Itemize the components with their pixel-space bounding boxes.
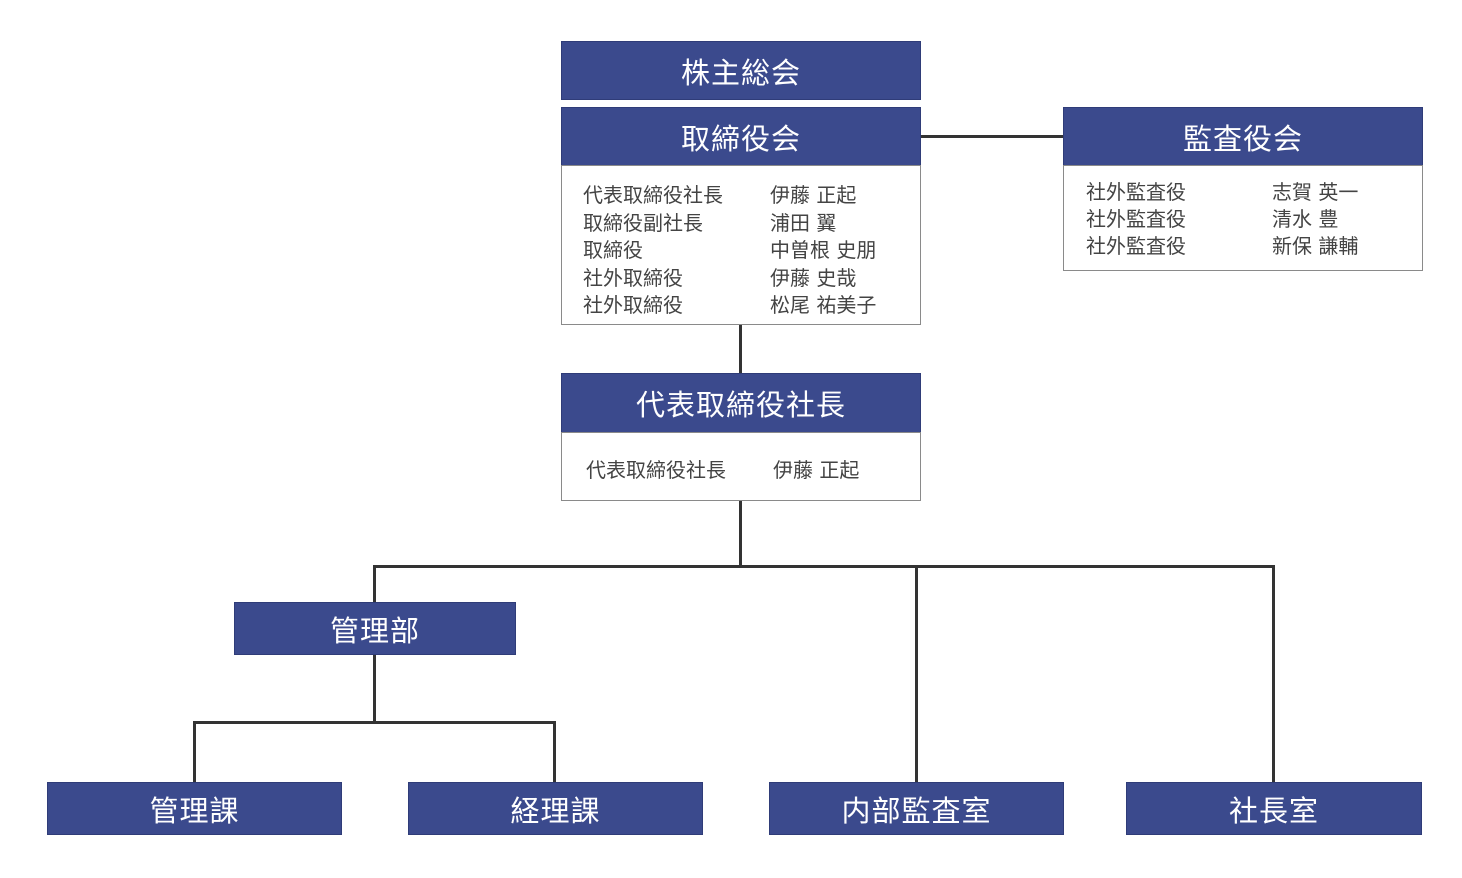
- admin-section-label: 管理課: [149, 793, 240, 828]
- president-office-box: 社長室: [1126, 782, 1422, 835]
- president-name: 伊藤 正起: [773, 458, 860, 482]
- audit-board-label: 監査役会: [1182, 121, 1303, 156]
- audit-board-members-panel: 社外監査役 志賀 英一 社外監査役 清水 豊 社外監査役 新保 謙輔: [1063, 165, 1423, 271]
- board-member-role: 取締役: [583, 238, 643, 262]
- connector-to-accounting-section: [553, 721, 556, 783]
- connector-sections-horizontal: [193, 721, 556, 724]
- shareholders-meeting-box: 株主総会: [561, 41, 921, 100]
- president-box: 代表取締役社長: [561, 373, 921, 433]
- president-members-panel: 代表取締役社長 伊藤 正起: [561, 432, 921, 501]
- connector-board-auditors: [920, 135, 1064, 138]
- board-member-name: 浦田 翼: [770, 211, 837, 235]
- connector-to-admin-section: [193, 721, 196, 783]
- connector-to-internal-audit: [915, 565, 918, 783]
- connector-board-president: [739, 325, 742, 374]
- connector-president-down: [739, 501, 742, 568]
- admin-department-box: 管理部: [234, 602, 516, 655]
- auditor-name: 志賀 英一: [1272, 180, 1359, 204]
- auditor-role: 社外監査役: [1086, 207, 1186, 231]
- auditor-name: 新保 謙輔: [1272, 234, 1359, 258]
- shareholders-meeting-label: 株主総会: [680, 55, 801, 90]
- board-member-name: 伊藤 史哉: [770, 266, 857, 290]
- admin-section-box: 管理課: [47, 782, 342, 835]
- board-member-role: 社外取締役: [583, 293, 683, 317]
- board-member-name: 松尾 祐美子: [770, 293, 877, 317]
- board-member-role: 取締役副社長: [583, 211, 703, 235]
- board-member-name: 伊藤 正起: [770, 183, 857, 207]
- auditor-name: 清水 豊: [1272, 207, 1339, 231]
- board-of-directors-box: 取締役会: [561, 107, 921, 166]
- connector-admin-dept-down: [373, 654, 376, 724]
- connector-to-admin-dept: [373, 565, 376, 603]
- president-label: 代表取締役社長: [635, 388, 846, 422]
- audit-board-box: 監査役会: [1063, 107, 1423, 166]
- board-member-role: 代表取締役社長: [583, 183, 723, 207]
- board-members-panel: 代表取締役社長 伊藤 正起 取締役副社長 浦田 翼 取締役 中曽根 史朋 社外取…: [561, 165, 921, 325]
- board-member-role: 社外取締役: [583, 266, 683, 290]
- internal-audit-office-label: 内部監査室: [841, 793, 992, 828]
- accounting-section-box: 経理課: [408, 782, 703, 835]
- auditor-role: 社外監査役: [1086, 180, 1186, 204]
- board-member-name: 中曽根 史朋: [770, 238, 877, 262]
- president-office-label: 社長室: [1228, 793, 1319, 828]
- internal-audit-office-box: 内部監査室: [769, 782, 1064, 835]
- connector-main-horizontal: [373, 565, 1275, 568]
- board-of-directors-label: 取締役会: [680, 121, 801, 156]
- president-role: 代表取締役社長: [586, 458, 726, 482]
- admin-department-label: 管理部: [329, 613, 420, 648]
- auditor-role: 社外監査役: [1086, 234, 1186, 258]
- connector-to-president-office: [1272, 565, 1275, 783]
- accounting-section-label: 経理課: [510, 793, 601, 828]
